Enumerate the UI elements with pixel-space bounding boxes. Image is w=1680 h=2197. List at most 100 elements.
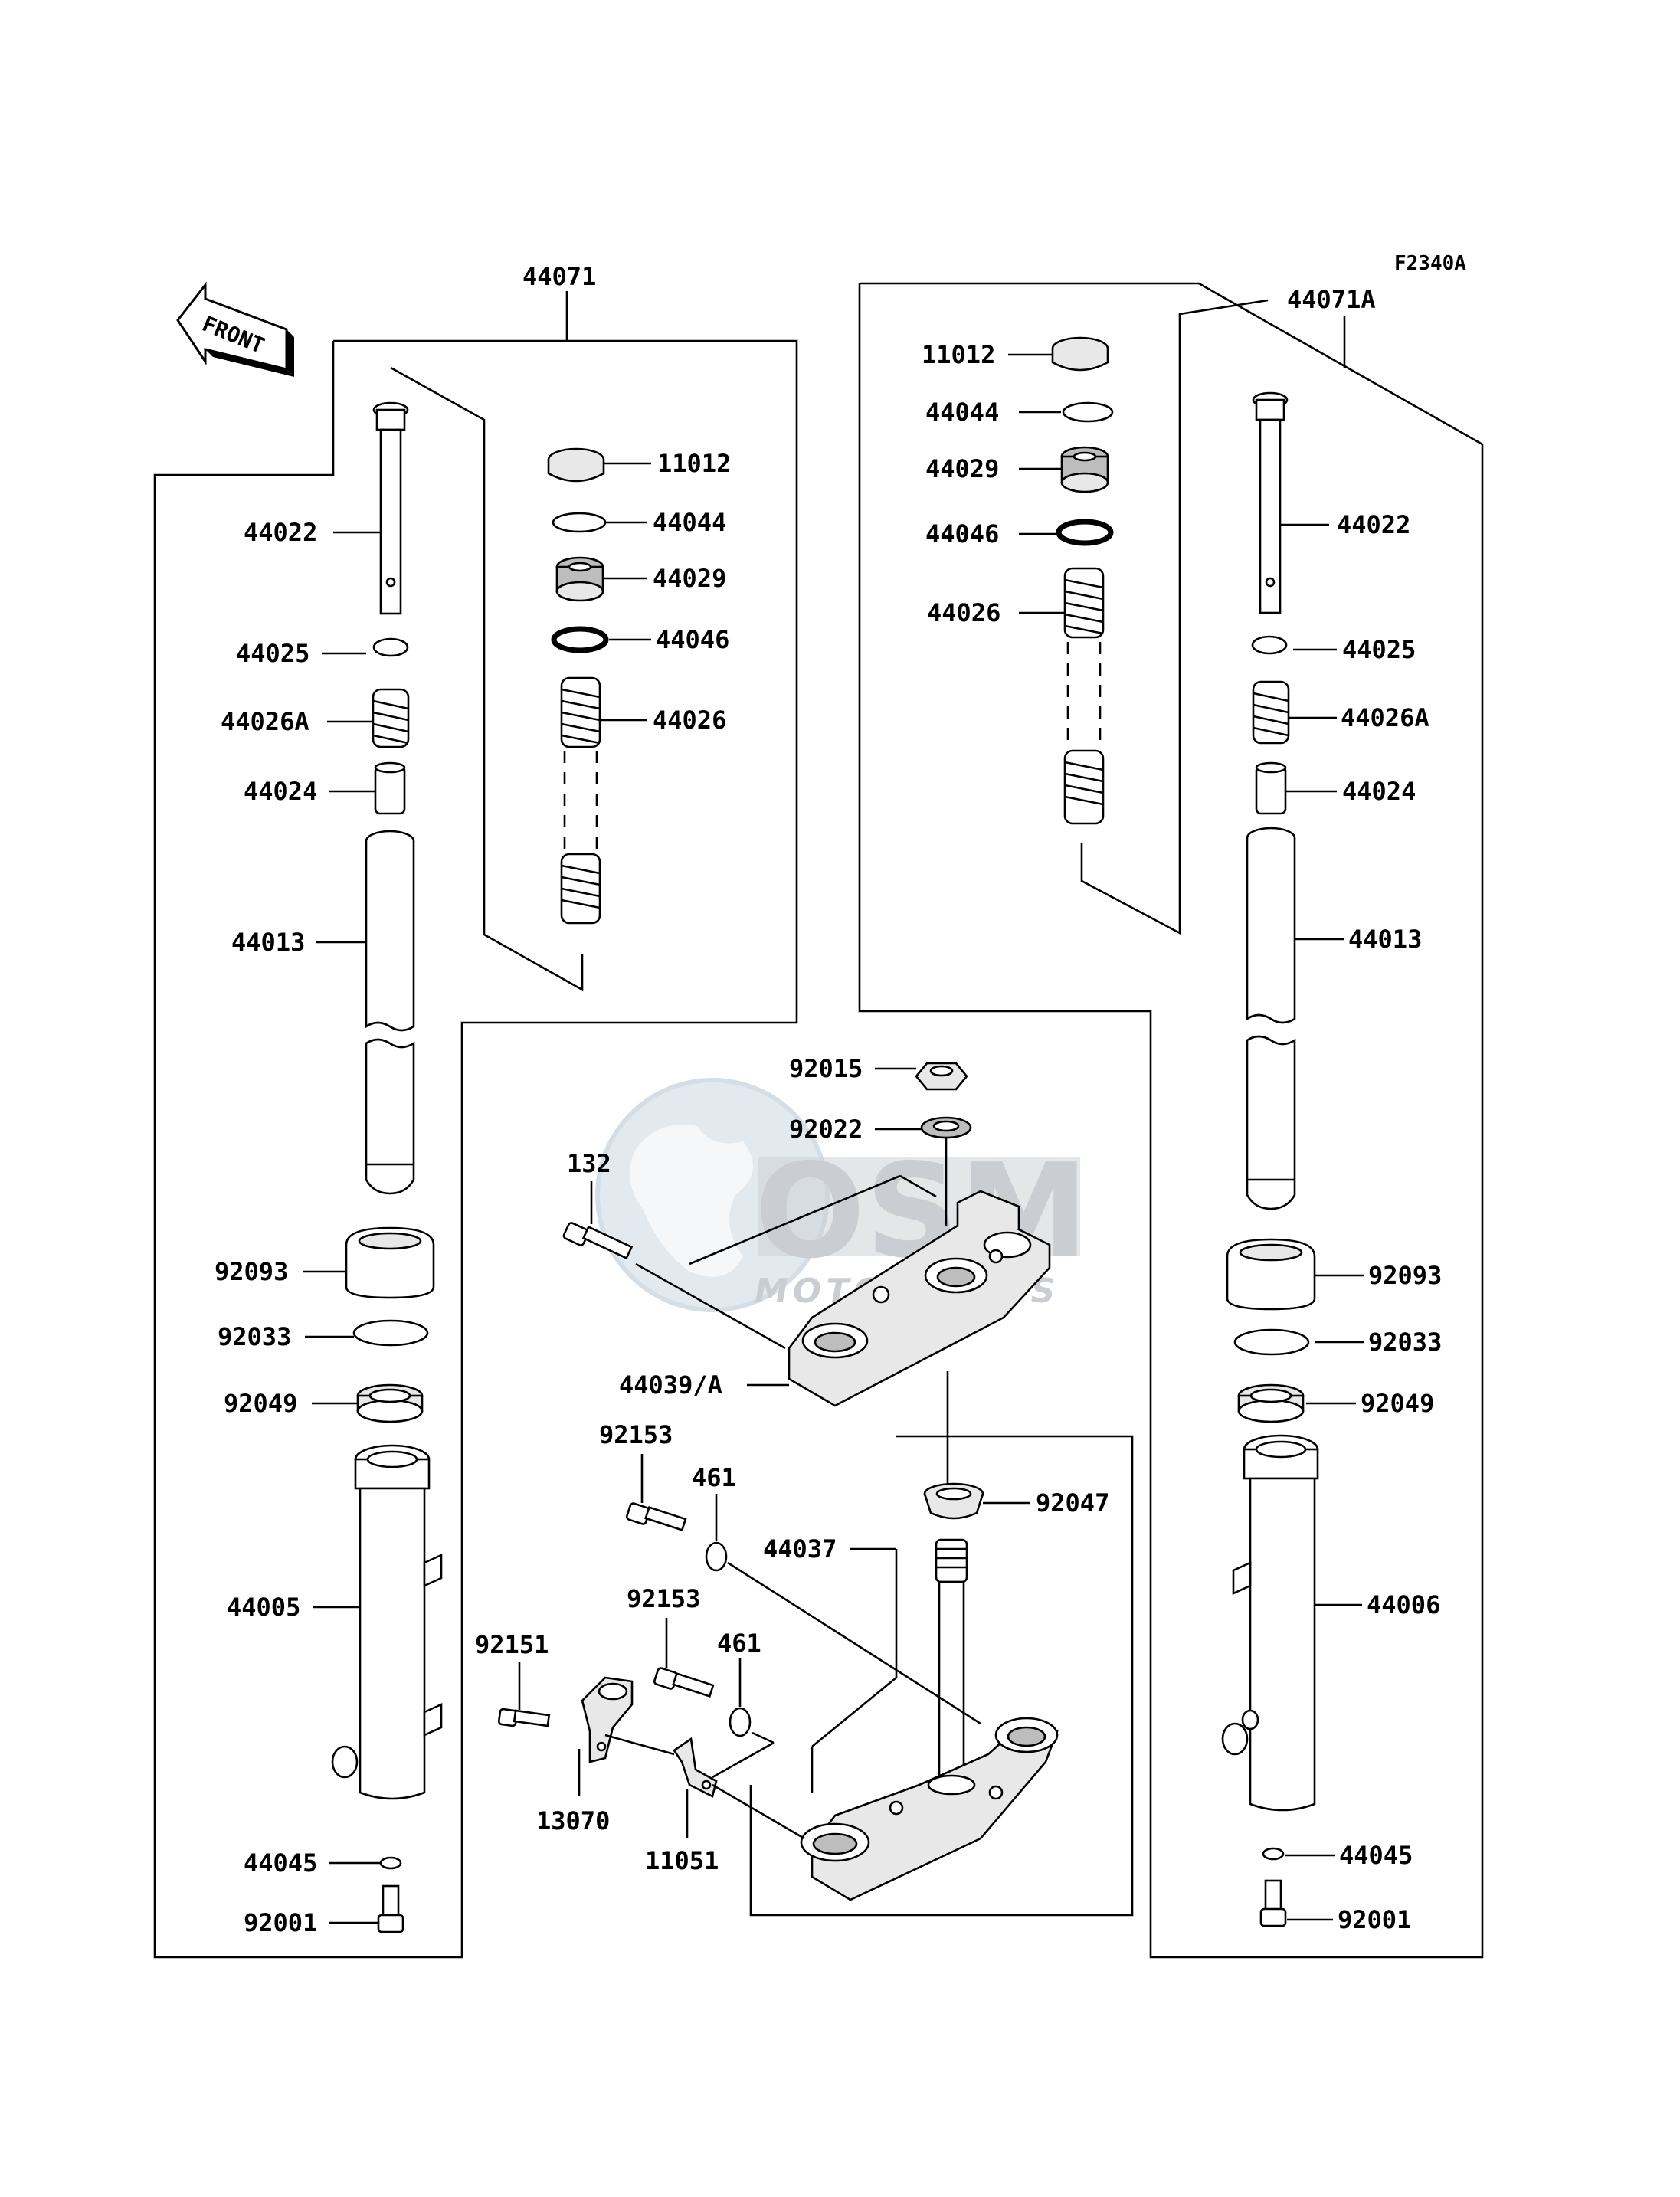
inner-tube-part (372, 401, 409, 615)
label-44046-left: 44046 (656, 625, 729, 654)
o-ring-part (551, 626, 609, 653)
label-44029-right: 44029 (925, 454, 999, 483)
label-92093-left: 92093 (215, 1257, 288, 1286)
left-fork-group: 44071 44022 44025 44026A 44024 (153, 262, 798, 1959)
label-44045-right: 44045 (1339, 1841, 1413, 1870)
label-92022: 92022 (789, 1115, 863, 1144)
label-44026-left: 44026 (653, 706, 726, 735)
long-spring-part-right (1063, 567, 1105, 825)
circlip-part-right (1251, 635, 1288, 655)
dust-cover-part-right (1226, 1238, 1316, 1311)
label-92001-left: 92001 (244, 1908, 317, 1937)
label-92153-upper: 92153 (599, 1420, 673, 1449)
bolt-part (377, 1884, 404, 1933)
label-132: 132 (567, 1149, 611, 1178)
clamp-bolt-part (562, 1222, 634, 1260)
left-fork-outline (153, 339, 798, 1959)
right-fork-outline (858, 282, 1484, 1959)
label-44024-right: 44024 (1342, 777, 1416, 806)
lower-bracket-part (800, 1538, 1059, 1901)
label-44013-right: 44013 (1348, 925, 1422, 954)
holder-part (581, 1676, 634, 1763)
label-44044-right: 44044 (925, 398, 999, 427)
stem-washer-part (920, 1116, 972, 1139)
cap-part (547, 447, 605, 483)
label-44022-right: 44022 (1337, 510, 1410, 539)
bolt-part-right (1259, 1879, 1287, 1927)
fork-leg-part (331, 1444, 443, 1800)
label-44046-right: 44046 (925, 519, 999, 548)
label-92151: 92151 (475, 1630, 549, 1659)
label-461-upper: 461 (692, 1463, 736, 1492)
washer-part-right (1262, 1847, 1285, 1861)
cap-part-right (1051, 336, 1109, 372)
label-44024-left: 44024 (244, 777, 317, 806)
plug-part-right (1060, 446, 1109, 493)
label-11012-left: 11012 (657, 449, 731, 478)
lower-washer-part (729, 1707, 752, 1737)
lower-bolt-part (653, 1667, 715, 1698)
label-44013-left: 44013 (231, 928, 305, 957)
label-92153-lower: 92153 (627, 1584, 700, 1613)
oil-seal-part (356, 1383, 424, 1423)
front-arrow-icon: FRONT (176, 281, 294, 377)
label-92015: 92015 (789, 1054, 863, 1083)
label-92001-right: 92001 (1338, 1905, 1411, 1934)
snap-ring-part-right (1062, 401, 1114, 423)
label-11051: 11051 (645, 1846, 719, 1875)
retaining-clip-part (352, 1319, 429, 1347)
label-44005-left: 44005 (227, 1593, 300, 1622)
fork-leg-part-right (1221, 1434, 1319, 1812)
upper-bracket-part (788, 1190, 1051, 1407)
left-assembly-label: 44071 (522, 262, 596, 291)
label-44022-left: 44022 (244, 518, 317, 547)
small-bracket-part (673, 1737, 718, 1798)
label-44045-left: 44045 (244, 1848, 317, 1878)
steering-group: 92015 92022 132 (475, 1054, 1134, 1917)
label-11012-right: 11012 (922, 340, 995, 369)
label-92047: 92047 (1036, 1488, 1109, 1518)
short-spring-part (372, 688, 410, 748)
dust-cover-part (345, 1226, 435, 1299)
label-13070: 13070 (536, 1806, 610, 1835)
label-44006-right: 44006 (1367, 1590, 1440, 1619)
right-assembly-label: 44071A (1287, 285, 1376, 314)
upper-bolt-part (625, 1502, 687, 1531)
washer-part (379, 1856, 402, 1870)
bearing-cup-part (923, 1482, 984, 1520)
fork-tube-part-right (1246, 827, 1296, 1210)
label-92049-right: 92049 (1361, 1389, 1434, 1418)
label-44026-right: 44026 (927, 598, 1000, 627)
steering-stem-outline (749, 1435, 1134, 1917)
label-92033-left: 92033 (218, 1322, 291, 1351)
figure-code: F2340A (1394, 252, 1466, 275)
label-44037: 44037 (763, 1534, 837, 1563)
collar-part-right (1255, 761, 1287, 815)
screw-part (497, 1708, 551, 1727)
fork-tube-part (365, 830, 415, 1195)
label-44044-left: 44044 (653, 508, 726, 537)
label-92093-right: 92093 (1368, 1261, 1442, 1290)
label-44026A-right: 44026A (1341, 703, 1429, 732)
collar-part (374, 761, 406, 815)
plug-part (555, 556, 604, 602)
label-92033-right: 92033 (1368, 1328, 1442, 1357)
stem-nut-part (915, 1062, 968, 1091)
label-92049-left: 92049 (224, 1389, 297, 1418)
right-fork-group: 44071A 11012 44044 44029 44046 (858, 282, 1484, 1959)
circlip-part (372, 637, 409, 657)
label-44029-left: 44029 (653, 564, 726, 593)
label-44026A-left: 44026A (221, 707, 309, 736)
retaining-clip-part-right (1233, 1328, 1310, 1356)
label-44025-right: 44025 (1342, 635, 1416, 664)
oil-seal-part-right (1237, 1383, 1305, 1423)
long-spring-part (560, 676, 601, 925)
label-461-lower: 461 (717, 1629, 761, 1658)
label-44025-left: 44025 (236, 639, 309, 668)
snap-ring-part (552, 512, 607, 533)
o-ring-part-right (1056, 519, 1114, 546)
inner-tube-part-right (1252, 391, 1289, 614)
short-spring-part-right (1252, 680, 1290, 745)
upper-washer-part (705, 1541, 728, 1572)
